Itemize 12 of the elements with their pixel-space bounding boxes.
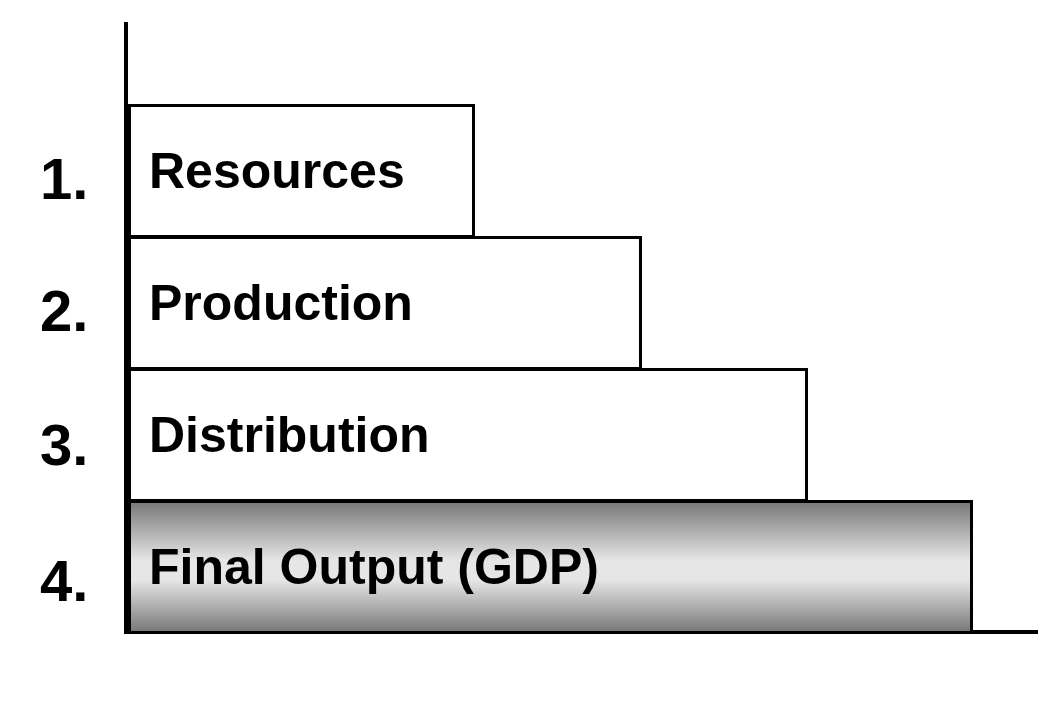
bar-label: Production — [149, 274, 413, 332]
bar — [128, 500, 973, 634]
bar — [128, 104, 475, 238]
step-number: 2. — [40, 282, 89, 340]
bar-label: Final Output (GDP) — [149, 538, 599, 596]
step-number: 1. — [40, 150, 89, 208]
step-number: 3. — [40, 416, 89, 474]
bar-label: Resources — [149, 142, 405, 200]
step-number: 4. — [40, 552, 89, 610]
bar — [128, 368, 808, 502]
bar — [128, 236, 642, 370]
bar-label: Distribution — [149, 406, 430, 464]
